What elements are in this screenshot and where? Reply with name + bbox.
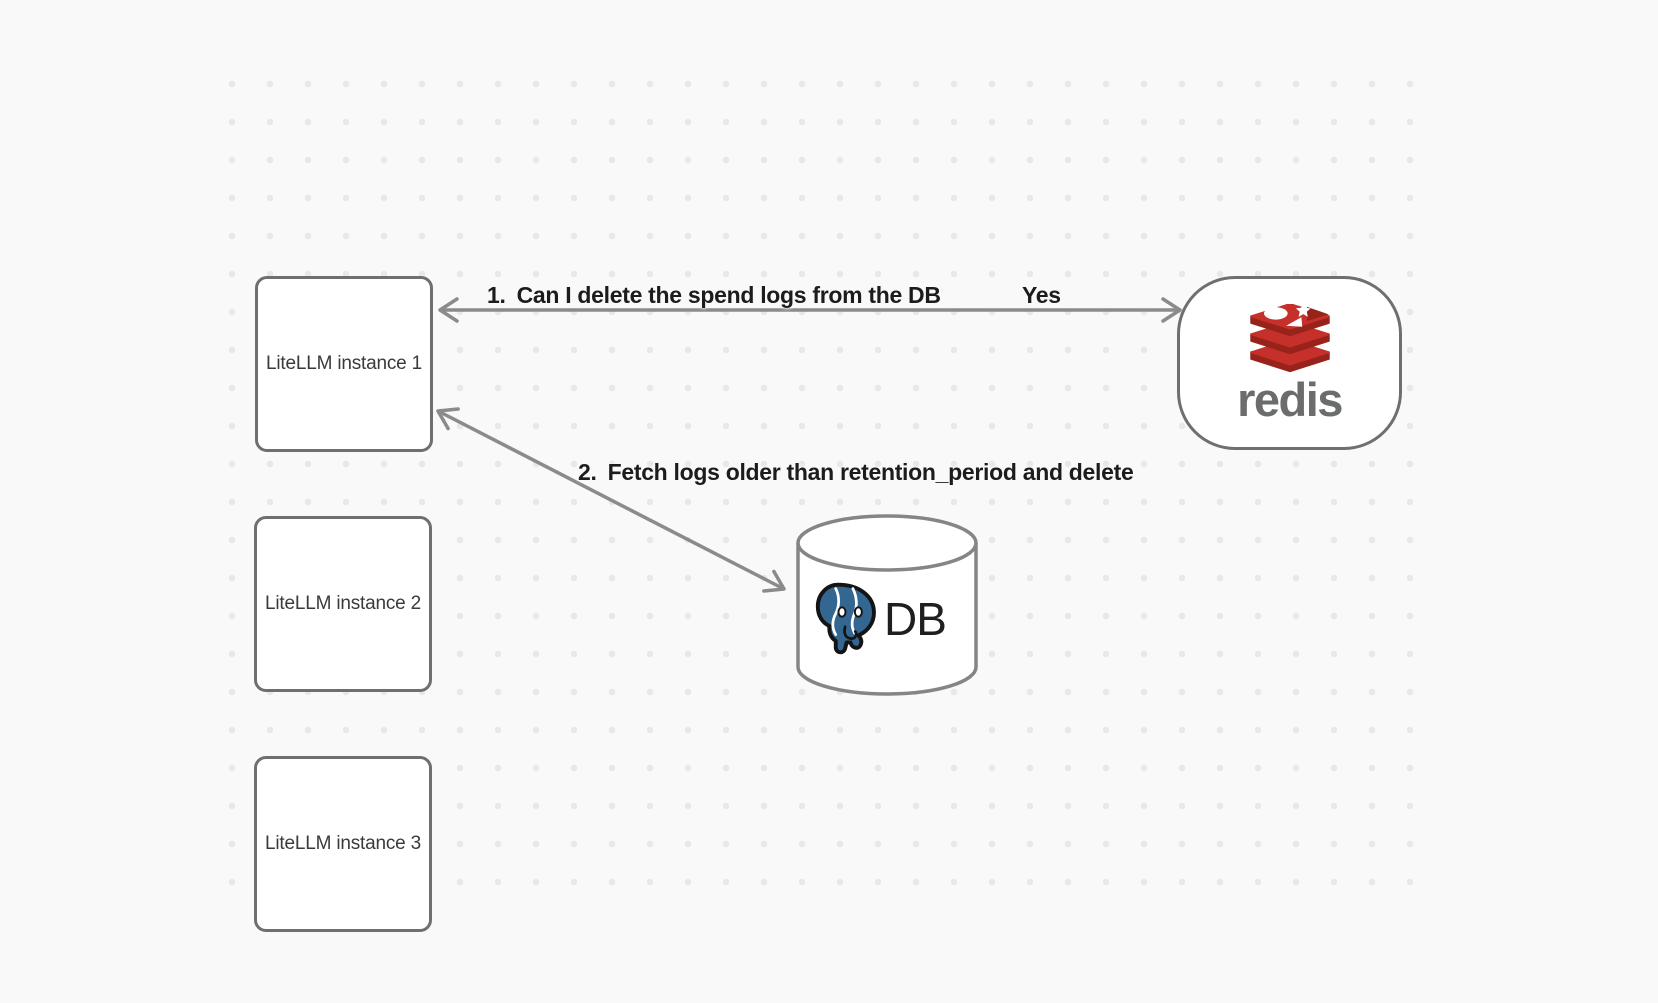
instance-2-label: LiteLLM instance 2 — [265, 593, 421, 614]
redis-wordmark: redis — [1237, 372, 1343, 426]
instance-1-label: LiteLLM instance 1 — [266, 353, 422, 374]
edge-1-reply-label[interactable]: Yes — [1022, 284, 1061, 307]
edge-2-text: Fetch logs older than retention_period a… — [607, 459, 1134, 485]
node-litellm-instance-1[interactable]: LiteLLM instance 1 — [255, 276, 433, 452]
node-redis[interactable]: redis — [1177, 276, 1402, 450]
instance-3-label: LiteLLM instance 3 — [265, 833, 421, 854]
edge-1-reply-text: Yes — [1022, 282, 1061, 308]
node-litellm-instance-2[interactable]: LiteLLM instance 2 — [254, 516, 432, 692]
edge-1-number: 1. — [487, 282, 506, 308]
db-label: DB — [884, 593, 947, 645]
edge-2-number: 2. — [578, 459, 597, 485]
redis-stack-logo — [1249, 303, 1330, 372]
node-litellm-instance-3[interactable]: LiteLLM instance 3 — [254, 756, 432, 932]
node-db-content[interactable]: DB — [810, 574, 970, 664]
edge-1-text: Can I delete the spend logs from the DB — [516, 282, 941, 308]
edge-1-label[interactable]: 1. Can I delete the spend logs from the D… — [487, 284, 941, 307]
edge-2-label[interactable]: 2. Fetch logs older than retention_period… — [578, 459, 1134, 485]
postgresql-elephant-icon — [815, 582, 876, 655]
